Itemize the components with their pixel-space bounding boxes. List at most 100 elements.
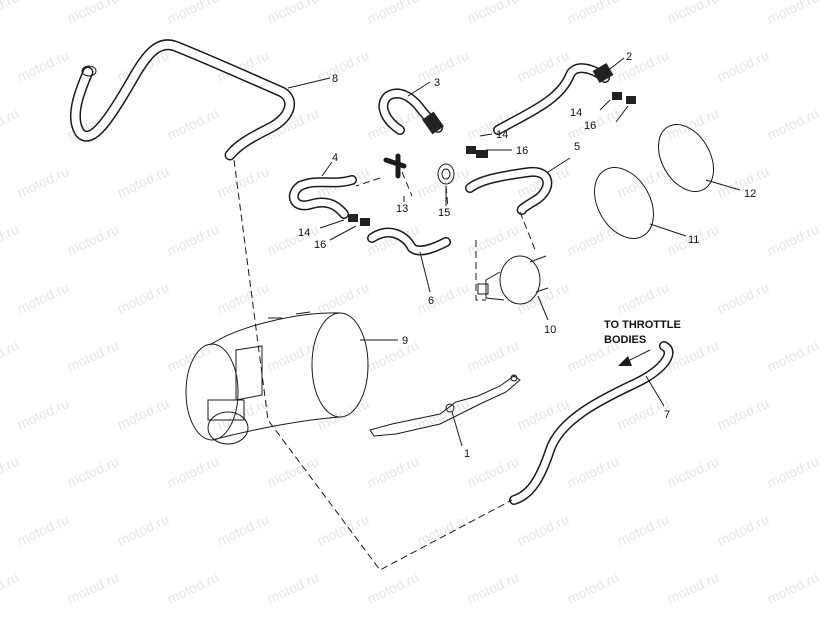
watermark-text-24: motod.ru — [665, 105, 722, 143]
watermark-text-39: motod.ru — [465, 221, 522, 259]
watermark-text-89: motod.ru — [365, 569, 422, 607]
part-6-hose — [367, 227, 451, 256]
callout-7: 7 — [664, 409, 670, 421]
callout-11: 11 — [688, 234, 699, 246]
clips-14-16-top — [348, 92, 636, 226]
watermark-text-1: motod.ru — [65, 0, 122, 27]
watermark-text-61: motod.ru — [115, 395, 172, 433]
watermark-text-37: motod.ru — [265, 221, 322, 259]
watermark-text-56: motod.ru — [465, 337, 522, 375]
watermark-text-52: motod.ru — [65, 337, 122, 375]
watermark-text-0: motod.ru — [0, 0, 21, 27]
watermark-text-26: motod.ru — [15, 163, 72, 201]
part-15-valve — [437, 163, 455, 185]
watermark-text-75: motod.ru — [665, 453, 722, 491]
watermark-text-44: motod.ru — [115, 279, 172, 317]
watermark-text-12: motod.ru — [315, 47, 372, 85]
watermark-text-16: motod.ru — [715, 47, 772, 85]
watermark-text-82: motod.ru — [515, 511, 572, 549]
part-7-hose — [509, 341, 674, 505]
note-line-2: BODIES — [604, 334, 646, 346]
watermark-text-8: motod.ru — [765, 0, 822, 27]
part-10-valve — [477, 255, 549, 305]
throttle-note: TO THROTTLE BODIES — [604, 319, 681, 346]
watermark-text-48: motod.ru — [515, 279, 572, 317]
watermark-text-91: motod.ru — [565, 569, 622, 607]
watermark-text-3: motod.ru — [265, 0, 322, 27]
callout-15: 15 — [438, 207, 450, 219]
watermark-text-59: motod.ru — [765, 337, 822, 375]
watermark-text-32: motod.ru — [615, 163, 672, 201]
watermark-text-79: motod.ru — [215, 511, 272, 549]
callout-16-top: 16 — [584, 120, 596, 132]
watermark-text-80: motod.ru — [315, 511, 372, 549]
part-11-clamp — [594, 167, 654, 239]
part-8-hose — [69, 39, 296, 161]
watermark-text-13: motod.ru — [415, 47, 472, 85]
watermark-text-74: motod.ru — [565, 453, 622, 491]
watermark-text-7: motod.ru — [665, 0, 722, 27]
watermark-text-2: motod.ru — [165, 0, 222, 27]
watermark-text-77: motod.ru — [15, 511, 72, 549]
callout-12: 12 — [744, 188, 756, 200]
part-3-hose — [378, 88, 444, 135]
callout-16-left: 16 — [314, 239, 326, 251]
callout-10: 10 — [544, 324, 556, 336]
watermark-text-84: motod.ru — [715, 511, 772, 549]
watermark-text-47: motod.ru — [415, 279, 472, 317]
watermark-text-68: motod.ru — [0, 453, 21, 491]
watermark-text-9: motod.ru — [15, 47, 72, 85]
watermark-text-81: motod.ru — [415, 511, 472, 549]
watermark-text-69: motod.ru — [65, 453, 122, 491]
callout-16-mid: 16 — [516, 145, 528, 157]
part-12-clamp — [658, 124, 714, 192]
watermark-text-6: motod.ru — [565, 0, 622, 27]
watermark-text-72: motod.ru — [365, 453, 422, 491]
callout-14-top: 14 — [570, 107, 582, 119]
watermark-text-17: motod.ru — [0, 105, 21, 143]
dashed-connections — [233, 159, 537, 571]
watermark-text-27: motod.ru — [115, 163, 172, 201]
watermark-text-40: motod.ru — [565, 221, 622, 259]
callout-13: 13 — [396, 203, 408, 215]
watermark-text-4: motod.ru — [365, 0, 422, 27]
watermark-text-49: motod.ru — [615, 279, 672, 317]
watermark-text-28: motod.ru — [215, 163, 272, 201]
note-line-1: TO THROTTLE — [604, 319, 681, 331]
callout-14-mid: 14 — [496, 129, 508, 141]
watermark-text-86: motod.ru — [65, 569, 122, 607]
watermark-text-5: motod.ru — [465, 0, 522, 27]
watermark-text-92: motod.ru — [665, 569, 722, 607]
watermark-text-60: motod.ru — [15, 395, 72, 433]
watermark-text-88: motod.ru — [265, 569, 322, 607]
callout-4: 4 — [332, 152, 338, 164]
part-1-bracket — [369, 374, 521, 437]
watermark-text-71: motod.ru — [265, 453, 322, 491]
callout-2: 2 — [626, 51, 632, 63]
watermark-text-55: motod.ru — [365, 337, 422, 375]
watermark-text-43: motod.ru — [15, 279, 72, 317]
leader-lines — [287, 57, 741, 447]
callout-6: 6 — [428, 295, 434, 307]
part-9-canister — [185, 311, 369, 445]
watermark-text-19: motod.ru — [165, 105, 222, 143]
watermark-text-63: motod.ru — [315, 395, 372, 433]
watermark-text-66: motod.ru — [615, 395, 672, 433]
watermark-text-30: motod.ru — [415, 163, 472, 201]
watermark-text-34: motod.ru — [0, 221, 21, 259]
watermark-text-70: motod.ru — [165, 453, 222, 491]
part-2-hose — [493, 62, 614, 135]
callout-labels: 1 2 3 4 5 6 7 8 9 10 11 12 13 14 14 14 1… — [298, 51, 756, 460]
watermark-text-15: motod.ru — [615, 47, 672, 85]
part-4-hose — [288, 175, 357, 219]
watermark-text-73: motod.ru — [465, 453, 522, 491]
watermark-text-25: motod.ru — [765, 105, 822, 143]
watermark-text-93: motod.ru — [765, 569, 822, 607]
watermark-text-35: motod.ru — [65, 221, 122, 259]
callout-9: 9 — [402, 335, 408, 347]
watermark-text-87: motod.ru — [165, 569, 222, 607]
callout-8: 8 — [332, 73, 338, 85]
watermark-text-67: motod.ru — [715, 395, 772, 433]
